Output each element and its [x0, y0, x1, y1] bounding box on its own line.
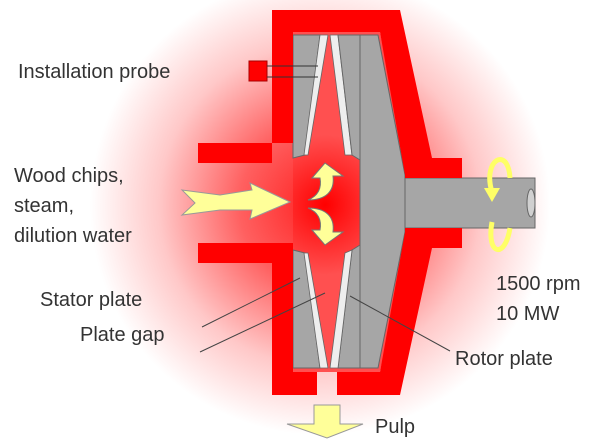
- label-inlet-line1: Wood chips,: [14, 165, 124, 187]
- inlet-arrow: [180, 182, 292, 220]
- label-pulp: Pulp: [375, 416, 415, 438]
- label-power: 10 MW: [496, 303, 559, 325]
- rotation-arrow-icon: [484, 157, 513, 252]
- label-speed: 1500 rpm: [496, 273, 581, 295]
- label-installation-probe: Installation probe: [18, 61, 170, 83]
- label-inlet-line2: steam,: [14, 195, 74, 217]
- label-plate-gap: Plate gap: [80, 324, 165, 346]
- leader-lines: [199, 277, 451, 353]
- installation-probe: [248, 60, 318, 82]
- label-inlet-line3: dilution water: [14, 225, 132, 247]
- label-rotor-plate: Rotor plate: [455, 348, 553, 370]
- drive-shaft: [404, 177, 536, 229]
- flow-split-arrows: [307, 162, 345, 246]
- outlet-arrow: [286, 404, 364, 439]
- label-stator-plate: Stator plate: [40, 289, 142, 311]
- refiner-housing: [198, 10, 462, 395]
